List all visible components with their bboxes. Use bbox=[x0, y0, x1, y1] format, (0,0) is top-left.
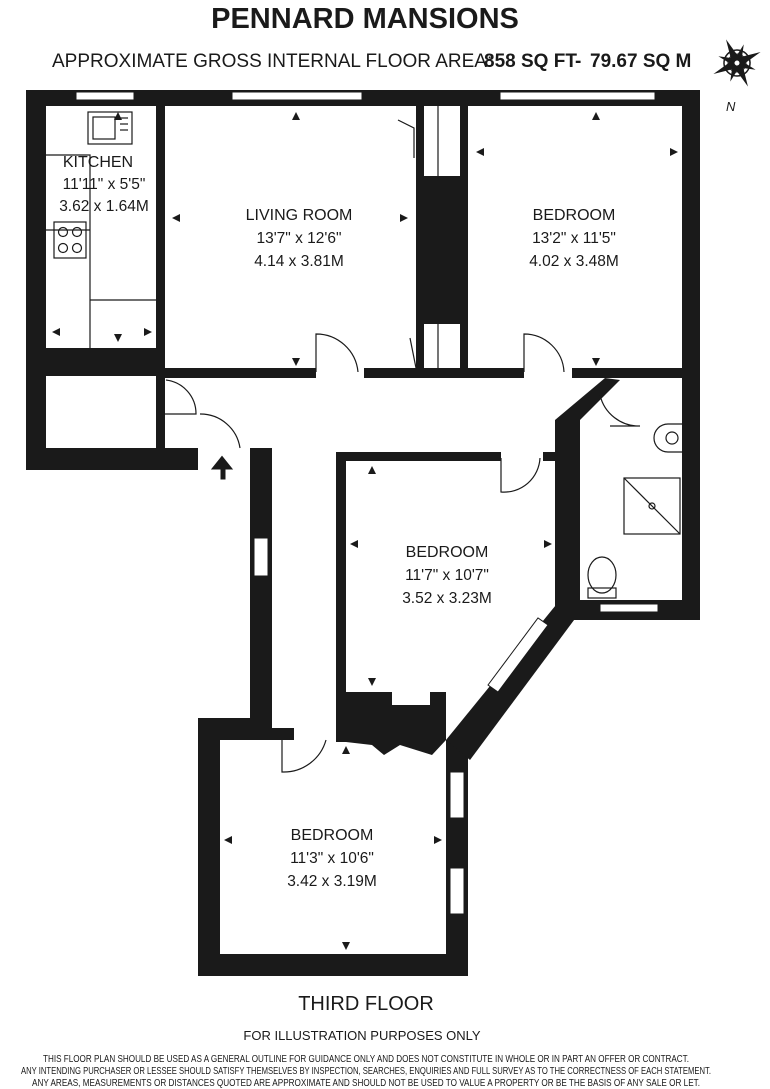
window-bay-diagonal bbox=[487, 617, 549, 693]
room-bedroom-3: BEDROOM 11'3" x 10'6" 3.42 x 3.19M bbox=[287, 827, 377, 890]
outer-walls bbox=[26, 90, 700, 976]
window-corridor bbox=[253, 537, 269, 577]
window-living bbox=[231, 91, 363, 101]
room-dimensions-metric: 3.62 x 1.64M bbox=[59, 198, 149, 215]
window-bedroom-3-lower bbox=[449, 867, 465, 915]
room-dimensions-metric: 4.14 x 3.81M bbox=[254, 253, 344, 270]
shower-icon bbox=[623, 477, 681, 535]
room-dimensions-imperial: 11'3" x 10'6" bbox=[290, 850, 374, 867]
measurement-markers bbox=[52, 112, 678, 950]
window-bathroom bbox=[599, 603, 659, 613]
entrance-arrow-icon bbox=[210, 455, 234, 480]
interior-walls bbox=[156, 106, 682, 755]
disclaimer-line-3: ANY AREAS, MEASUREMENTS OR DISTANCES QUO… bbox=[32, 1077, 700, 1089]
room-living: LIVING ROOM 13'7" x 12'6" 4.14 x 3.81M bbox=[246, 207, 353, 270]
toilet-icon bbox=[587, 556, 617, 599]
room-bedroom-1: BEDROOM 13'2" x 11'5" 4.02 x 3.48M bbox=[529, 207, 619, 270]
room-name: BEDROOM bbox=[533, 207, 616, 224]
room-dimensions-metric: 3.52 x 3.23M bbox=[402, 590, 492, 607]
room-dimensions-imperial: 11'11" x 5'5" bbox=[63, 176, 146, 193]
floor-area-separator: - bbox=[575, 51, 581, 72]
compass-rose-icon bbox=[713, 39, 761, 87]
room-dimensions-metric: 3.42 x 3.19M bbox=[287, 873, 377, 890]
room-name: BEDROOM bbox=[291, 827, 374, 844]
window-bedroom-1 bbox=[499, 91, 656, 101]
floor-area-sqm: 79.67 SQ M bbox=[590, 51, 691, 72]
floor-area-sqft: 858 SQ FT bbox=[484, 51, 577, 72]
page-title: PENNARD MANSIONS bbox=[211, 3, 519, 35]
sink-icon bbox=[87, 111, 133, 145]
room-name: BEDROOM bbox=[406, 544, 489, 561]
illustration-note: FOR ILLUSTRATION PURPOSES ONLY bbox=[243, 1028, 481, 1043]
room-dimensions-imperial: 11'7" x 10'7" bbox=[405, 567, 489, 584]
room-kitchen: KITCHEN 11'11" x 5'5" 3.62 x 1.64M bbox=[59, 154, 149, 215]
fixture-lines bbox=[46, 106, 682, 375]
room-dimensions-imperial: 13'2" x 11'5" bbox=[532, 230, 616, 247]
window-kitchen bbox=[75, 91, 135, 101]
hob-icon bbox=[53, 221, 87, 259]
floor-label: THIRD FLOOR bbox=[298, 993, 434, 1015]
doors bbox=[164, 119, 641, 773]
room-dimensions-imperial: 13'7" x 12'6" bbox=[256, 230, 341, 247]
floor-area-label: APPROXIMATE GROSS INTERNAL FLOOR AREA: bbox=[52, 51, 492, 72]
room-name: LIVING ROOM bbox=[246, 207, 353, 224]
windows bbox=[75, 91, 659, 915]
compass-north-label: N bbox=[726, 99, 736, 114]
disclaimer-line-2: ANY INTENDING PURCHASER OR LESSEE SHOULD… bbox=[21, 1065, 711, 1077]
room-name: KITCHEN bbox=[63, 154, 133, 171]
disclaimer-line-1: THIS FLOOR PLAN SHOULD BE USED AS A GENE… bbox=[43, 1053, 689, 1065]
window-bedroom-3-upper bbox=[449, 771, 465, 819]
room-bedroom-2: BEDROOM 11'7" x 10'7" 3.52 x 3.23M bbox=[402, 544, 492, 607]
room-dimensions-metric: 4.02 x 3.48M bbox=[529, 253, 619, 270]
basin-icon bbox=[653, 423, 682, 453]
